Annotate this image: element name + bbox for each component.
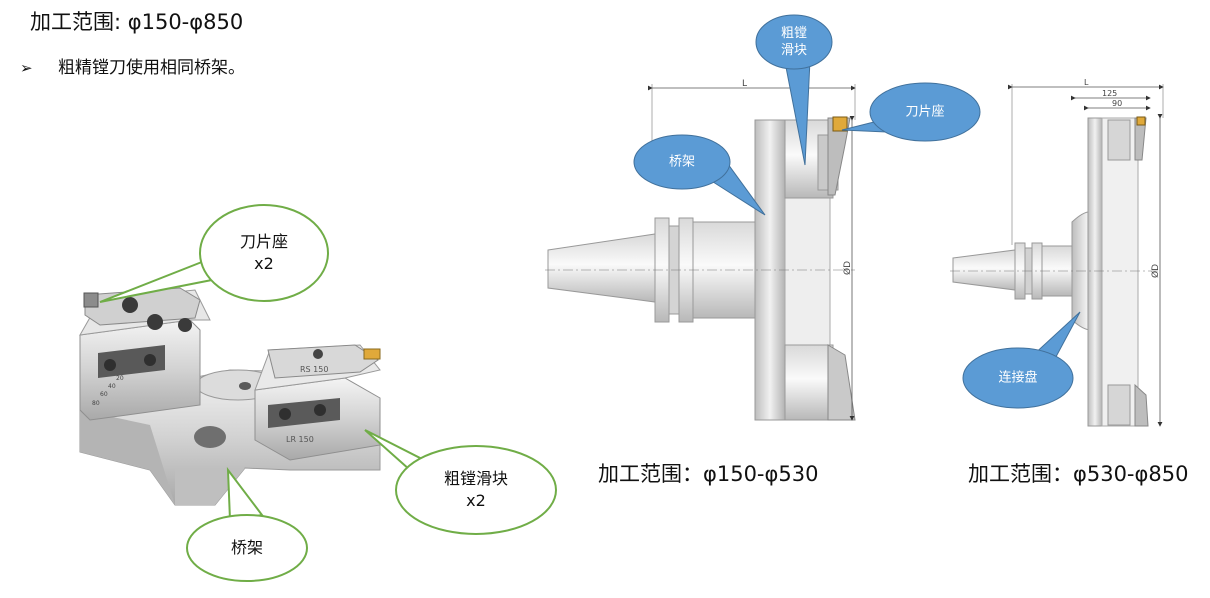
callout-bridge-text: 桥架 xyxy=(230,538,264,557)
callout-slide-block-text: 粗镗滑块 x2 xyxy=(444,468,508,512)
drawing-2-dim-l: L xyxy=(1084,78,1089,87)
drawing-1-callout-bridge-text: 桥架 xyxy=(668,154,696,170)
svg-text:60: 60 xyxy=(100,391,108,398)
side-scale: 80 60 40 20 xyxy=(92,375,124,407)
drawing-1-dim-l: L xyxy=(742,79,747,89)
right-block-marking: LR 150 xyxy=(286,435,314,444)
boring-head-photo: 80 60 40 20 LR 150 RS 150 xyxy=(79,287,381,506)
svg-text:80: 80 xyxy=(92,400,100,407)
bullet-text: 粗精镗刀使用相同桥架。 xyxy=(58,58,245,78)
drawing-1-callout-insert xyxy=(841,82,981,142)
callout-insert-holder-label: 刀片座 xyxy=(239,232,289,251)
drawing-1-callout-slide xyxy=(755,14,833,166)
bullet-arrow-icon: ➢ xyxy=(20,59,33,77)
drawing-2-callout-plate xyxy=(962,311,1081,409)
drawing-1-callout-slide-text: 粗镗 滑块 xyxy=(781,25,807,59)
drawing-2: L 125 90 ØD xyxy=(950,78,1164,427)
callout-slide-block-qty: x2 xyxy=(466,491,486,510)
drawing-1-callout-slide-line1: 粗镗 xyxy=(780,26,808,41)
drawing-2-dim-d: ØD xyxy=(1150,264,1161,278)
svg-text:40: 40 xyxy=(108,383,116,390)
callout-insert-holder-text: 刀片座 x2 xyxy=(240,231,288,275)
drawing-1-callout-bridge xyxy=(633,134,766,216)
photo-callout-bridge xyxy=(186,466,308,582)
svg-text:20: 20 xyxy=(116,375,124,382)
photo-callout-insert-holder xyxy=(99,204,329,303)
drawing-2-dim-125: 125 xyxy=(1102,89,1117,98)
photo-callout-slide-block xyxy=(364,429,557,535)
range-title: 加工范围: φ150-φ850 xyxy=(30,10,244,34)
drawing-2-callout-plate-text: 连接盘 xyxy=(998,370,1038,386)
drawing-1-caption: 加工范围：φ150-φ530 xyxy=(598,462,819,486)
drawing-1-callout-insert-text: 刀片座 xyxy=(905,104,945,120)
bullet-item: ➢ 粗精镗刀使用相同桥架。 xyxy=(20,53,245,78)
left-block-marking: RS 150 xyxy=(300,365,328,374)
drawing-1-callout-slide-line2: 滑块 xyxy=(780,43,808,58)
drawing-1-dim-d: ØD xyxy=(842,261,853,275)
drawing-1: L ØD xyxy=(545,79,856,421)
callout-slide-block-label: 粗镗滑块 xyxy=(443,469,509,488)
callout-insert-holder-qty: x2 xyxy=(254,254,274,273)
drawing-2-caption: 加工范围：φ530-φ850 xyxy=(968,462,1189,486)
drawing-2-dim-90: 90 xyxy=(1112,99,1122,108)
